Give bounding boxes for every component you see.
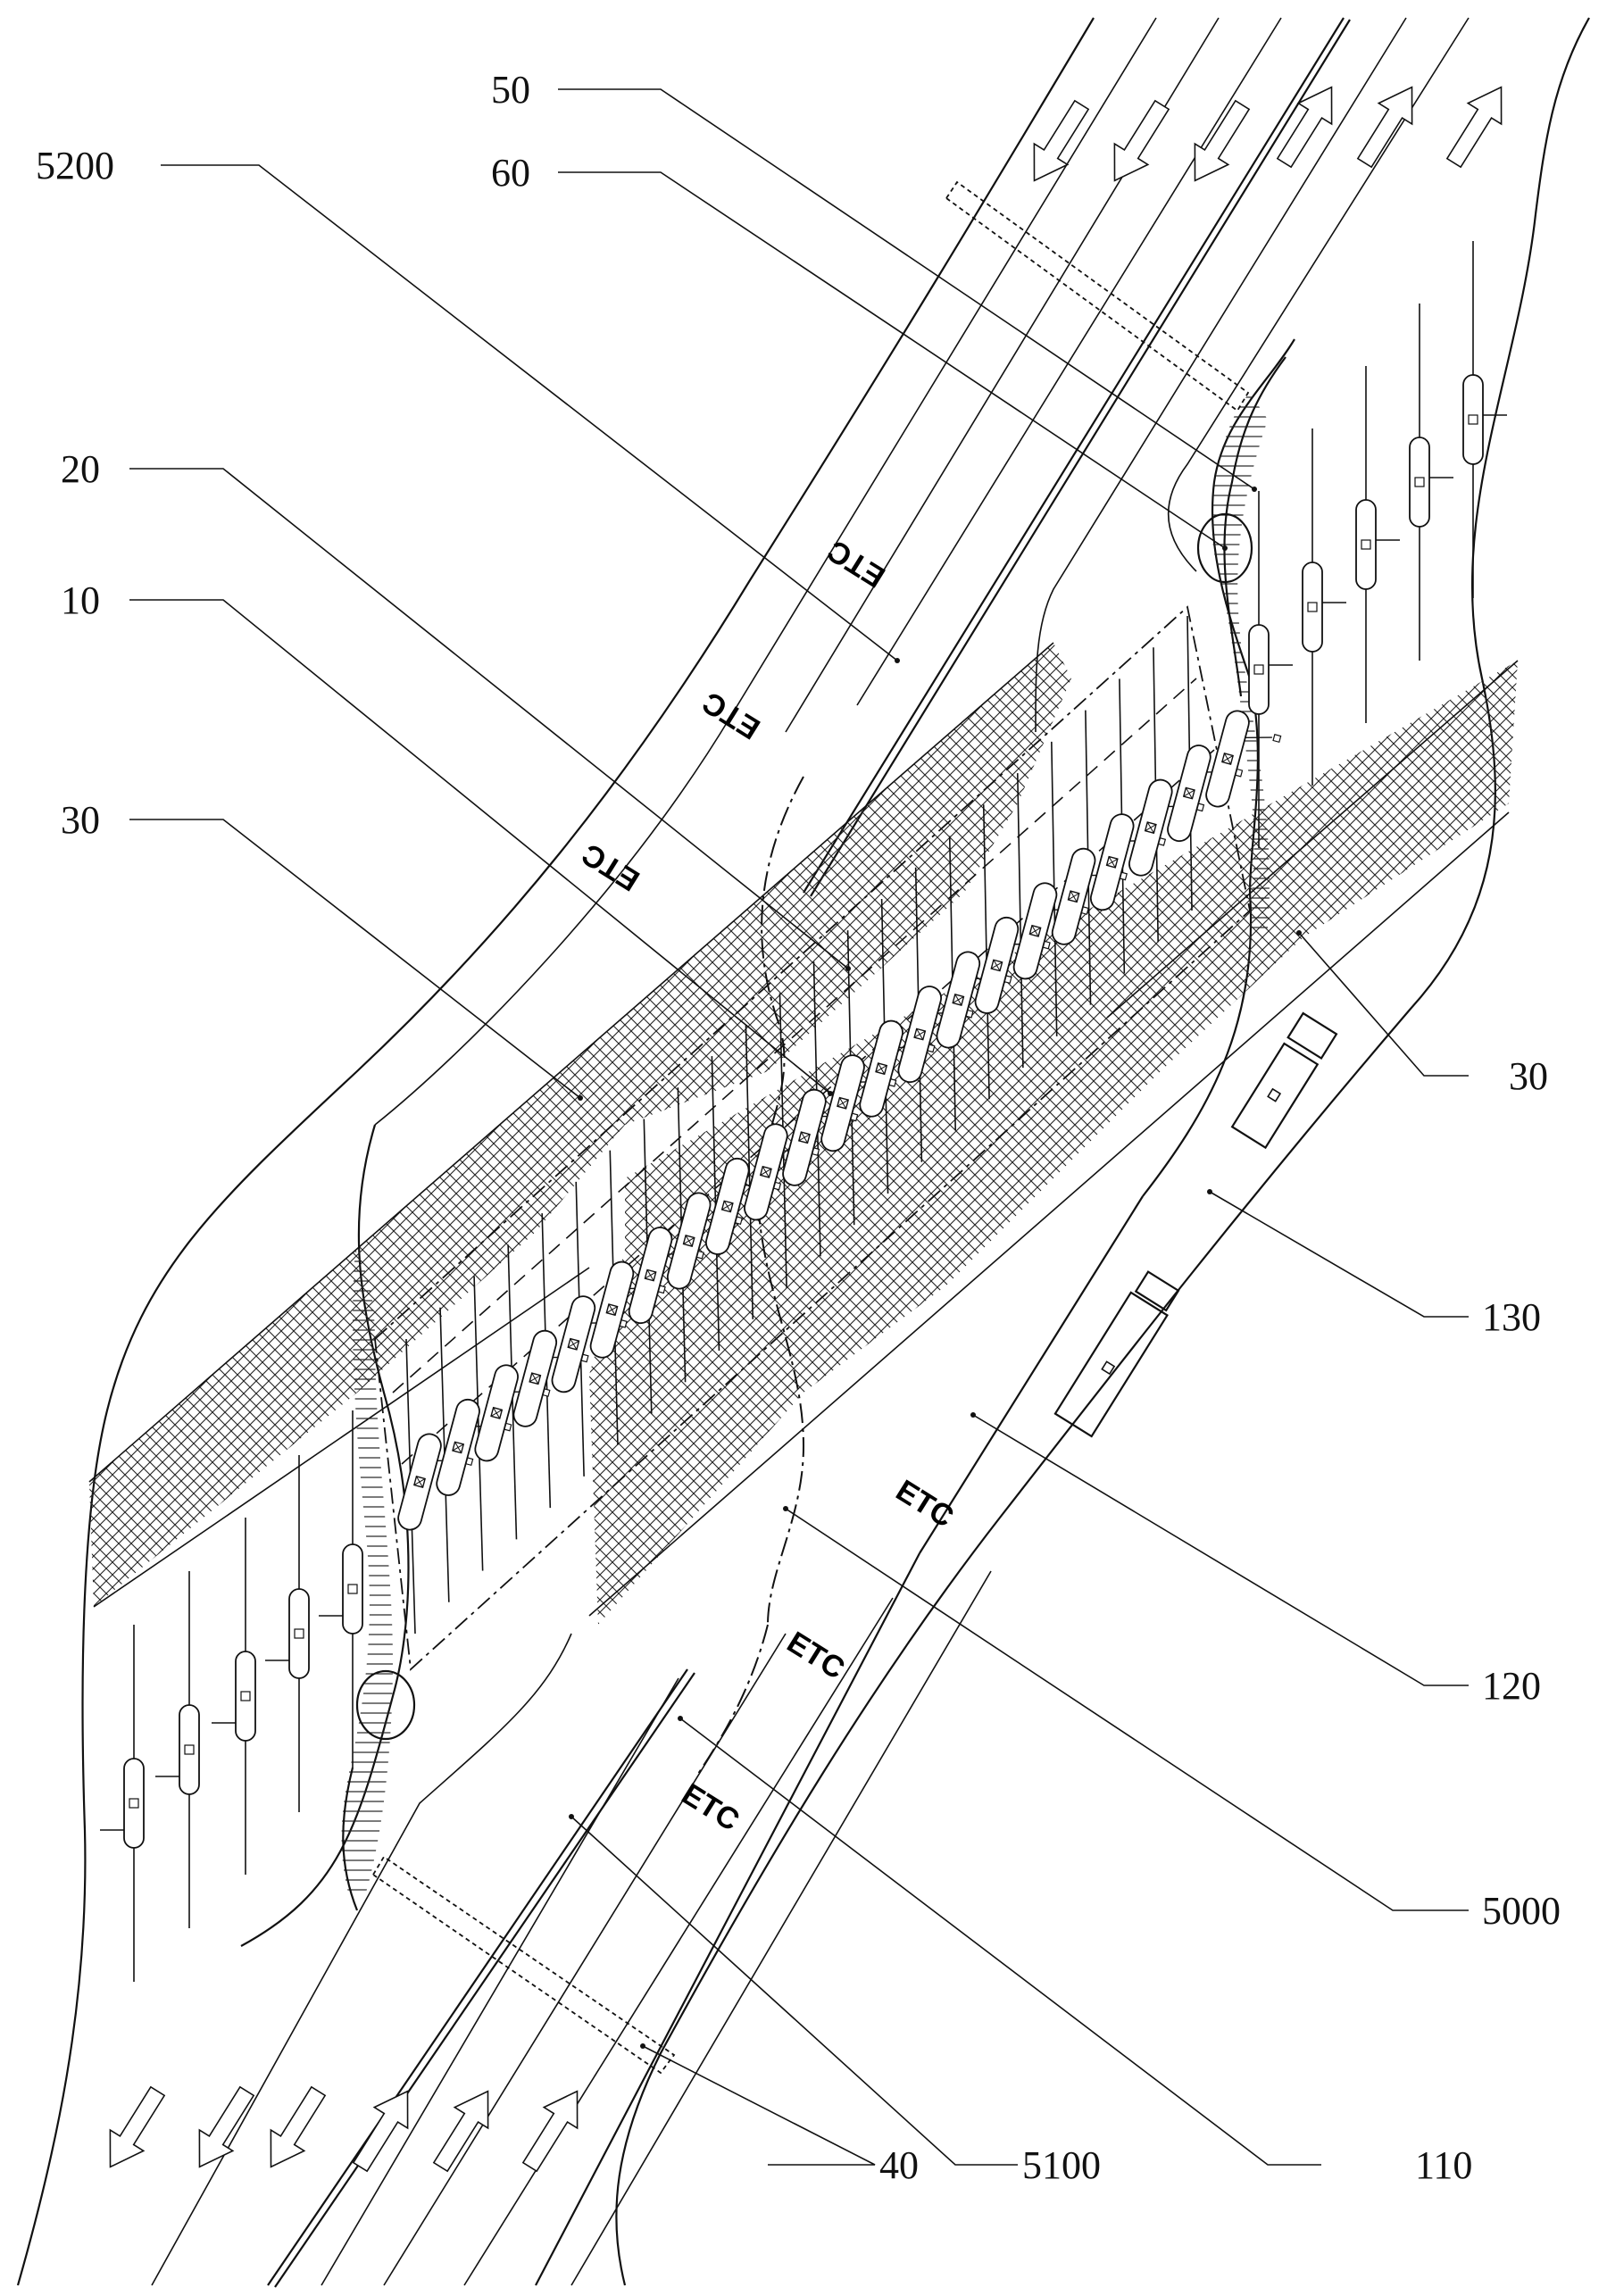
side-booth-window bbox=[1361, 540, 1370, 549]
direction-arrow-shape bbox=[1098, 95, 1178, 191]
direction-arrow bbox=[424, 2081, 504, 2177]
etc-mark-upper-1: ETC bbox=[821, 533, 891, 594]
side-booth-window bbox=[185, 1745, 194, 1754]
side-booth bbox=[1356, 500, 1400, 589]
label-40: 40 bbox=[879, 2143, 919, 2187]
etc-mark-lower-3: ETC bbox=[676, 1777, 745, 1838]
direction-arrow-shape bbox=[344, 2081, 424, 2177]
direction-arrow bbox=[513, 2081, 594, 2177]
direction-arrow-shape bbox=[254, 2081, 335, 2177]
label-30-right: 30 bbox=[1509, 1054, 1548, 1098]
side-booth bbox=[1410, 437, 1453, 527]
side-booth bbox=[1249, 625, 1293, 714]
label-20: 20 bbox=[61, 447, 100, 491]
label-5000: 5000 bbox=[1482, 1889, 1561, 1933]
side-booth-window bbox=[348, 1585, 357, 1593]
direction-arrow-shape bbox=[1268, 77, 1348, 173]
side-booth-window bbox=[129, 1799, 138, 1808]
direction-arrow-shape bbox=[94, 2081, 174, 2177]
etc-mark-lower-1: ETC bbox=[890, 1474, 960, 1535]
direction-arrow-shape bbox=[424, 2081, 504, 2177]
label-120: 120 bbox=[1482, 1664, 1541, 1708]
label-10: 10 bbox=[61, 578, 100, 622]
etc-mark-upper-2: ETC bbox=[696, 685, 766, 745]
label-5200: 5200 bbox=[36, 144, 114, 187]
direction-arrow bbox=[1437, 77, 1518, 173]
direction-arrow bbox=[94, 2081, 174, 2177]
label-30-left: 30 bbox=[61, 798, 100, 842]
toll-booth-sensor bbox=[1273, 735, 1281, 743]
etc-mark-upper-3: ETC bbox=[576, 836, 645, 897]
side-booth bbox=[319, 1544, 362, 1634]
label-5100: 5100 bbox=[1022, 2143, 1101, 2187]
direction-arrow-shape bbox=[1178, 95, 1259, 191]
direction-arrow-shape bbox=[1018, 95, 1098, 191]
etc-mark-lower-2: ETC bbox=[781, 1626, 851, 1686]
side-booth-window bbox=[1308, 603, 1317, 611]
label-130: 130 bbox=[1482, 1295, 1541, 1339]
side-booth bbox=[155, 1705, 199, 1794]
side-booth-window bbox=[1415, 478, 1424, 487]
side-booth bbox=[1303, 562, 1346, 652]
side-booth bbox=[212, 1651, 255, 1741]
direction-arrow bbox=[344, 2081, 424, 2177]
direction-arrow-shape bbox=[1437, 77, 1518, 173]
direction-arrow bbox=[1178, 95, 1259, 191]
direction-arrow bbox=[254, 2081, 335, 2177]
direction-arrow-shape bbox=[183, 2081, 263, 2177]
side-booth bbox=[1463, 375, 1507, 464]
direction-arrow bbox=[183, 2081, 263, 2177]
label-50: 50 bbox=[491, 68, 530, 112]
side-booth-window bbox=[241, 1692, 250, 1701]
direction-arrow bbox=[1098, 95, 1178, 191]
side-booth bbox=[100, 1759, 144, 1848]
side-booth-window bbox=[1254, 665, 1263, 674]
side-booth-window bbox=[1469, 415, 1478, 424]
toll-booth bbox=[1203, 709, 1284, 819]
direction-arrow bbox=[1268, 77, 1348, 173]
label-60: 60 bbox=[491, 151, 530, 195]
label-110: 110 bbox=[1415, 2143, 1472, 2187]
side-booth bbox=[265, 1589, 309, 1678]
direction-arrow-shape bbox=[513, 2081, 594, 2177]
side-booth-window bbox=[295, 1629, 304, 1638]
direction-arrow bbox=[1018, 95, 1098, 191]
